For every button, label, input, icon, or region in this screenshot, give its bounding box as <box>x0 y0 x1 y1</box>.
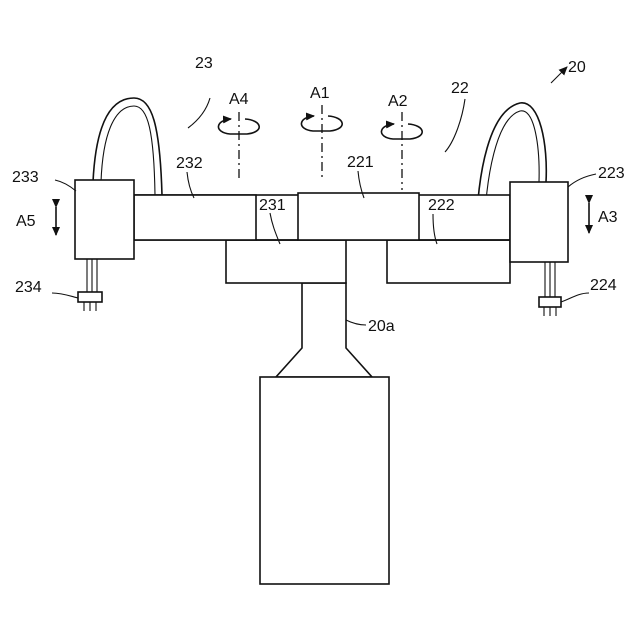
label-connector-b: 234 <box>15 279 42 296</box>
hand-233 <box>75 180 134 259</box>
label-hand-a: 223 <box>598 165 625 182</box>
label-axis-a4: A4 <box>229 91 249 108</box>
label-base: 20a <box>368 318 395 335</box>
label-axis-a2: A2 <box>388 93 408 110</box>
connector-224 <box>539 262 561 316</box>
label-hub-231: 231 <box>259 197 286 214</box>
link-222 <box>387 240 510 283</box>
connector-234 <box>78 259 102 311</box>
label-axis-a1: A1 <box>310 85 330 102</box>
label-connector-a: 224 <box>590 277 617 294</box>
hand-223 <box>510 182 568 262</box>
label-axis-a5: A5 <box>16 213 36 230</box>
label-link-221: 221 <box>347 154 374 171</box>
label-axis-a3: A3 <box>598 209 618 226</box>
label-link-222: 222 <box>428 197 455 214</box>
label-arm-b: 23 <box>195 55 213 72</box>
label-hand-b: 233 <box>12 169 39 186</box>
label-arm-a: 22 <box>451 80 469 97</box>
label-link-232: 232 <box>176 155 203 172</box>
link-232 <box>134 195 256 240</box>
link-221 <box>298 193 419 240</box>
hub-231 <box>226 240 346 283</box>
label-robot: 20 <box>568 59 586 76</box>
